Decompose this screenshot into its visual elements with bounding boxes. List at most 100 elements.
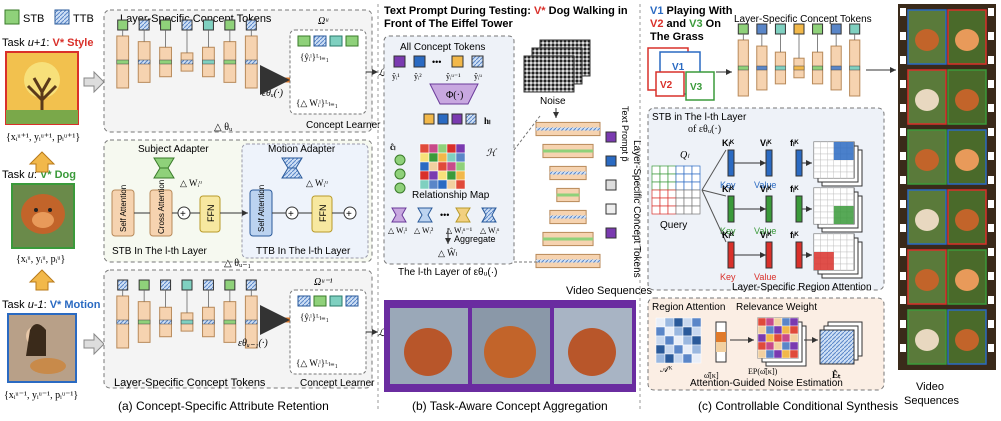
delta-theta-u1-label: △ θᵤ₋₁ [224, 258, 251, 269]
unet-concept-token [138, 19, 150, 31]
film-perforation [988, 104, 994, 112]
relationship-cell [419, 161, 430, 172]
unet-adapter-strip [812, 65, 823, 71]
token-label-3: ŷᵢᵘ⁻¹ [446, 72, 461, 81]
h-cal-label: ℋ [486, 148, 498, 159]
query-cell [691, 181, 701, 191]
output-map-cell [813, 165, 821, 173]
query-cell [675, 205, 685, 215]
unet-adapter-strip [180, 59, 194, 65]
value-column [765, 195, 773, 223]
relevance-cell [765, 325, 775, 335]
relationship-cell [455, 179, 466, 190]
film-perforation [900, 32, 906, 40]
query-cell [667, 205, 677, 215]
output-map-region [814, 252, 834, 270]
unet-adapter-strip [138, 59, 151, 65]
learner-bottom-tokens [297, 295, 359, 307]
film-perforation [900, 152, 906, 160]
film-perforation [988, 224, 994, 232]
dog-image [11, 183, 75, 249]
projected-token-row [423, 113, 477, 125]
ttb-legend-swatch [54, 9, 70, 25]
noise-estimation-label: Attention-Guided Noise Estimation [690, 378, 843, 389]
ffn-box [199, 195, 221, 233]
noise-label: Noise [540, 96, 566, 107]
unet-adapter-strip [737, 65, 749, 71]
output-map-cell [820, 239, 828, 247]
query-to-key-line [701, 189, 727, 243]
unet-adapter-strip [830, 65, 842, 71]
subject-adapter-label: Subject Adapter [138, 144, 209, 155]
attention-cell [655, 344, 666, 355]
task-dog-label: Task u: V* Dog [2, 169, 76, 181]
relevance-cell [781, 317, 791, 327]
key-label: Key [720, 272, 736, 282]
frame-subject [915, 329, 939, 351]
stb-legend-label: STB [23, 13, 44, 25]
relevance-cell [773, 325, 783, 335]
w-label-4: △ Wᵢᵘ [480, 226, 500, 235]
attention-cell [664, 335, 675, 346]
frame-subject [915, 29, 939, 51]
film-perforation [988, 296, 994, 304]
relationship-cell [446, 170, 457, 181]
relevance-cell [789, 341, 799, 351]
motion-adapter-hourglass [281, 157, 303, 179]
unet-concept-token [224, 19, 236, 31]
output-map-cell [846, 199, 854, 207]
query-cell [651, 189, 661, 199]
output-map-cell [813, 211, 821, 219]
output-map-cell [820, 171, 828, 179]
output-map-cell [846, 233, 854, 241]
relevance-cell [757, 341, 767, 351]
c-l-nodes [394, 154, 406, 194]
value-symbol: Vₗᴷ [760, 184, 772, 194]
unet-bottom [116, 279, 258, 349]
film-perforation [900, 224, 906, 232]
query-cell [675, 197, 685, 207]
token-label-1: ŷᵢ¹ [392, 72, 400, 81]
omega-top-label: Ωᵘ [318, 16, 329, 27]
arrow-motion-to-unet [83, 332, 105, 356]
output-map-cell [846, 171, 854, 179]
w-set-top: {△ Wᵢˡ}ᴸₗ₌₁ [296, 98, 338, 108]
prompt-line-1: Text Prompt During Testing: V* Dog Walki… [384, 5, 628, 17]
attention-cell [655, 335, 666, 346]
value-label: Value [754, 272, 776, 282]
feature-column [795, 195, 803, 223]
relationship-cell [446, 152, 457, 163]
query-cell [659, 189, 669, 199]
query-cell [651, 165, 661, 175]
query-cell [667, 189, 677, 199]
learner-top-tokens [297, 35, 359, 47]
query-grid [651, 165, 701, 215]
film-perforation [988, 80, 994, 88]
film-perforation [900, 128, 906, 136]
stb-legend-swatch [4, 9, 20, 25]
relationship-cell [428, 161, 439, 172]
unet-adapter-strip [116, 319, 129, 325]
prompt-line-2: Front of The Eiffel Tower [384, 18, 513, 30]
unet-concept-token [202, 19, 214, 31]
output-map-cell [840, 199, 848, 207]
eps-theta-u-label: εθᵤ(·) [262, 88, 284, 99]
key-value-rows: KₗᴷKeyVₗᴷValuefₗᴷKₗᴷKeyVₗᴷValuefₗᴷKₗᴷKey… [701, 138, 863, 282]
film-perforation [988, 128, 994, 136]
caption-a: (a) Concept-Specific Attribute Retention [118, 399, 329, 413]
output-map-cell [820, 211, 828, 219]
relationship-cell [419, 170, 430, 181]
output-map-cell [827, 171, 835, 179]
key-column [727, 195, 735, 223]
query-cell [683, 189, 693, 199]
output-map-cell [846, 159, 854, 167]
style-data-tuple: {xᵢᵘ⁺¹, yᵢᵘ⁺¹, pᵢᵘ⁺¹} [6, 132, 80, 143]
output-map-cell [846, 257, 854, 265]
frame-subject [915, 89, 939, 111]
attention-cell [691, 326, 702, 337]
e-hat-label: Êₜ [832, 370, 841, 380]
stb-layer-label: STB In The l-th Layer [112, 246, 208, 257]
motion-adapter-label: Motion Adapter [268, 144, 336, 155]
all-token-row: ••• [393, 55, 484, 68]
delta-theta-u-label: △ θᵤ [214, 122, 233, 133]
